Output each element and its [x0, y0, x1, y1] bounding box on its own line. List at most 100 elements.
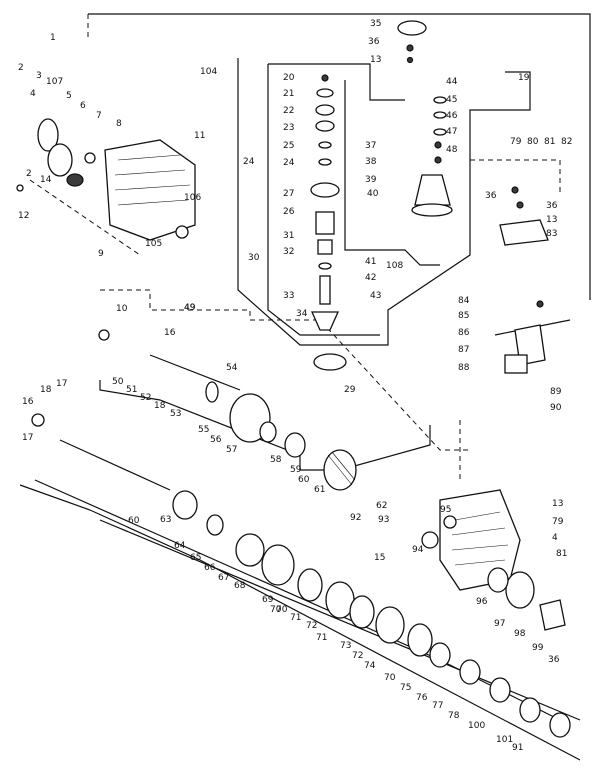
part-label: 16 — [22, 397, 34, 407]
part-label: 36 — [548, 655, 560, 665]
part-label: 93 — [378, 515, 389, 525]
part-label: 24 — [243, 157, 255, 167]
part-label: 14 — [40, 175, 52, 185]
part-labels: 1 2 3 107 4 5 6 7 8 11 14 2 12 9 106 105… — [18, 19, 572, 753]
part-label: 98 — [514, 629, 526, 639]
part-label: 15 — [374, 553, 385, 563]
part-label: 101 — [496, 735, 513, 745]
part-label: 75 — [400, 683, 411, 693]
part-label: 32 — [283, 247, 294, 257]
part-label: 1 — [50, 33, 56, 43]
part-label: 2 — [26, 169, 32, 179]
part-label: 61 — [314, 485, 325, 495]
part-label: 95 — [440, 505, 451, 515]
part-label: 81 — [544, 137, 555, 147]
part-label: 4 — [552, 533, 558, 543]
part-label: 3 — [36, 71, 42, 81]
part-label: 50 — [112, 377, 124, 387]
part-label: 60 — [298, 475, 310, 485]
part-label: 21 — [283, 89, 294, 99]
part-label: 24 — [283, 158, 295, 168]
part-label: 51 — [126, 385, 137, 395]
part-label: 70 — [270, 605, 282, 615]
part-label: 31 — [283, 231, 294, 241]
part-label: 45 — [446, 95, 457, 105]
part-label: 52 — [140, 393, 151, 403]
part-label: 91 — [512, 743, 523, 753]
part-label: 76 — [416, 693, 428, 703]
part-label: 39 — [365, 175, 377, 185]
part-label: 33 — [283, 291, 294, 301]
part-label: 104 — [200, 67, 217, 77]
part-label: 69 — [262, 595, 274, 605]
part-label: 27 — [283, 189, 294, 199]
part-label: 36 — [485, 191, 497, 201]
part-label: 56 — [210, 435, 222, 445]
part-label: 65 — [190, 553, 201, 563]
part-label: 100 — [468, 721, 485, 731]
part-label: 9 — [98, 249, 104, 259]
part-label: 107 — [46, 77, 63, 87]
part-label: 90 — [550, 403, 562, 413]
part-label: 80 — [527, 137, 539, 147]
part-label: 43 — [370, 291, 381, 301]
part-label: 26 — [283, 207, 295, 217]
part-label: 35 — [370, 19, 381, 29]
part-label: 13 — [546, 215, 557, 225]
part-label: 71 — [316, 633, 327, 643]
part-label: 105 — [145, 239, 162, 249]
part-label: 88 — [458, 363, 470, 373]
part-label: 78 — [448, 711, 460, 721]
part-label: 71 — [290, 613, 301, 623]
part-label: 55 — [198, 425, 209, 435]
part-label: 42 — [365, 273, 376, 283]
part-label: 29 — [344, 385, 356, 395]
part-label: 16 — [164, 328, 176, 338]
part-label: 53 — [170, 409, 181, 419]
part-label: 2 — [18, 63, 24, 73]
part-label: 18 — [154, 401, 166, 411]
part-label: 13 — [552, 499, 563, 509]
part-label: 58 — [270, 455, 282, 465]
part-label: 66 — [204, 563, 216, 573]
part-label: 11 — [194, 131, 205, 141]
part-label: 60 — [128, 516, 140, 526]
part-label: 36 — [546, 201, 558, 211]
part-label: 96 — [476, 597, 488, 607]
part-label: 77 — [432, 701, 443, 711]
part-label: 94 — [412, 545, 424, 555]
part-label: 68 — [234, 581, 246, 591]
part-label: 17 — [22, 433, 33, 443]
part-label: 13 — [370, 55, 381, 65]
part-label: 73 — [340, 641, 351, 651]
part-label: 106 — [184, 193, 201, 203]
left-housing-group — [16, 118, 196, 241]
part-label: 38 — [365, 157, 377, 167]
part-label: 18 — [40, 385, 52, 395]
part-label: 67 — [218, 573, 229, 583]
part-label: 79 — [510, 137, 522, 147]
bracket-group — [504, 300, 546, 374]
center-stack-group — [310, 74, 347, 371]
part-label: 37 — [365, 141, 376, 151]
part-label: 87 — [458, 345, 469, 355]
part-label: 30 — [248, 253, 260, 263]
part-label: 62 — [376, 501, 387, 511]
part-label: 74 — [364, 661, 376, 671]
part-label: 25 — [283, 141, 294, 151]
middle-shaft-group — [98, 329, 357, 491]
part-label: 70 — [384, 673, 396, 683]
part-label: 49 — [184, 303, 196, 313]
part-label: 54 — [226, 363, 238, 373]
part-label: 83 — [546, 229, 557, 239]
part-label: 47 — [446, 127, 457, 137]
part-label: 70 — [276, 605, 288, 615]
part-label: 46 — [446, 111, 458, 121]
part-label: 72 — [352, 651, 363, 661]
part-label: 48 — [446, 145, 458, 155]
right-shaft-group — [397, 20, 549, 246]
part-label: 6 — [80, 101, 86, 111]
part-label: 5 — [66, 91, 72, 101]
part-label: 108 — [386, 261, 403, 271]
